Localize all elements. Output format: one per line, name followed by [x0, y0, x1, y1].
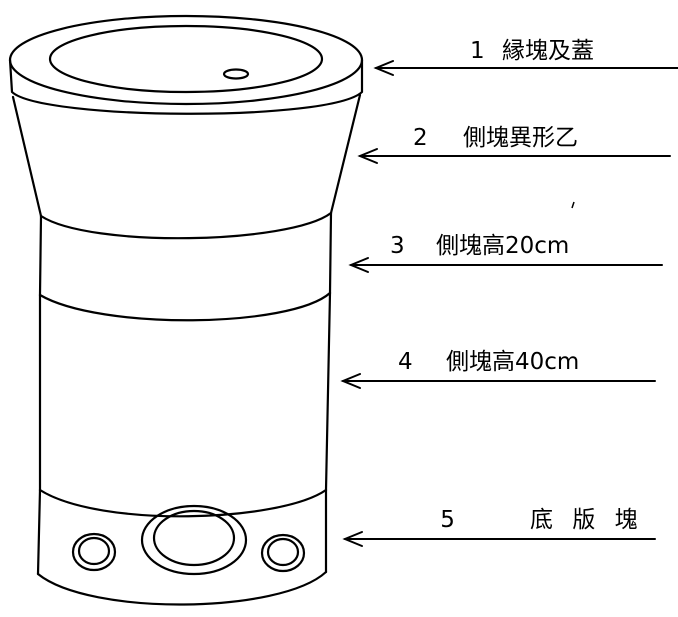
label-5-number: 5 — [440, 507, 455, 533]
rim-block-and-cover — [8, 14, 364, 115]
label-3-number: 3 — [390, 233, 405, 259]
svg-text:2 側塊異形乙: 2 側塊異形乙 — [413, 125, 578, 151]
label-1-text: 縁塊及蓋 — [502, 38, 594, 64]
center-pipe-opening — [140, 504, 248, 576]
callout-1: 1 縁塊及蓋 — [373, 38, 678, 76]
tapered-side-block — [11, 93, 362, 240]
label-3-text: 側塊高20cm — [436, 233, 569, 259]
side-block-20cm — [38, 211, 333, 322]
svg-text:4 側塊高40cm: 4 側塊高40cm — [398, 349, 579, 375]
svg-text:1 縁塊及蓋: 1 縁塊及蓋 — [470, 38, 594, 64]
label-2-number: 2 — [413, 125, 428, 151]
label-1-number: 1 — [470, 38, 485, 64]
callout-5: 5 底 版 塊 — [342, 507, 674, 547]
label-4-text: 側塊高40cm — [446, 349, 579, 375]
label-5-text: 底 版 塊 — [530, 507, 638, 533]
callout-3: 3 側塊高20cm — [348, 233, 663, 273]
svg-text:3 側塊高20cm: 3 側塊高20cm — [390, 233, 569, 259]
callout-2: 2 側塊異形乙 — [357, 125, 671, 164]
cover-lift-hole — [222, 68, 250, 80]
label-2-text: 側塊異形乙 — [463, 125, 578, 151]
left-pipe-opening — [71, 532, 117, 572]
right-pipe-opening — [260, 533, 306, 573]
base-block — [36, 488, 328, 606]
label-4-number: 4 — [398, 349, 413, 375]
svg-text:5 底 版 塊: 5 底 版 塊 — [389, 507, 674, 533]
callout-4: 4 側塊高40cm — [340, 349, 656, 389]
side-block-40cm — [38, 291, 332, 518]
stray-mark — [571, 201, 575, 209]
